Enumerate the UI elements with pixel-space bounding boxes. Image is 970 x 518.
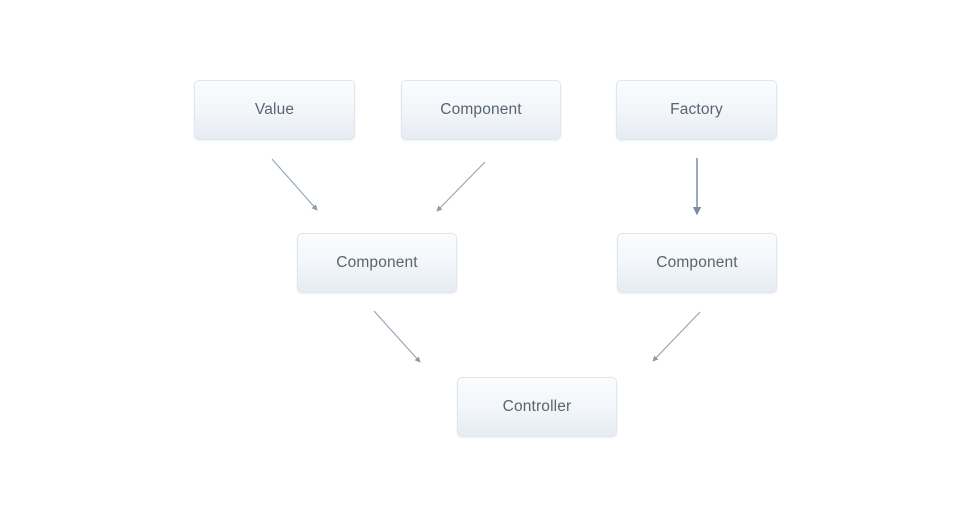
edge-component-mid-right-to-controller [652,311,701,362]
node-component-mid-right[interactable]: Component [617,233,777,293]
node-label-factory: Factory [670,101,723,119]
edge-value-to-component-mid-left [271,158,318,211]
node-label-value: Value [254,101,295,119]
node-component-top[interactable]: Component [401,80,561,140]
edge-component-top-to-component-mid-left [436,161,486,212]
node-value[interactable]: Value [194,80,355,140]
node-label-component-mid-left: Component [336,254,418,272]
node-component-mid-left[interactable]: Component [297,233,457,293]
node-factory[interactable]: Factory [616,80,777,140]
node-label-component-mid-right: Component [656,254,738,272]
edge-component-mid-left-to-controller [373,310,421,363]
node-label-component-top: Component [440,101,522,119]
node-label-controller: Controller [502,398,572,416]
node-controller[interactable]: Controller [457,377,617,437]
